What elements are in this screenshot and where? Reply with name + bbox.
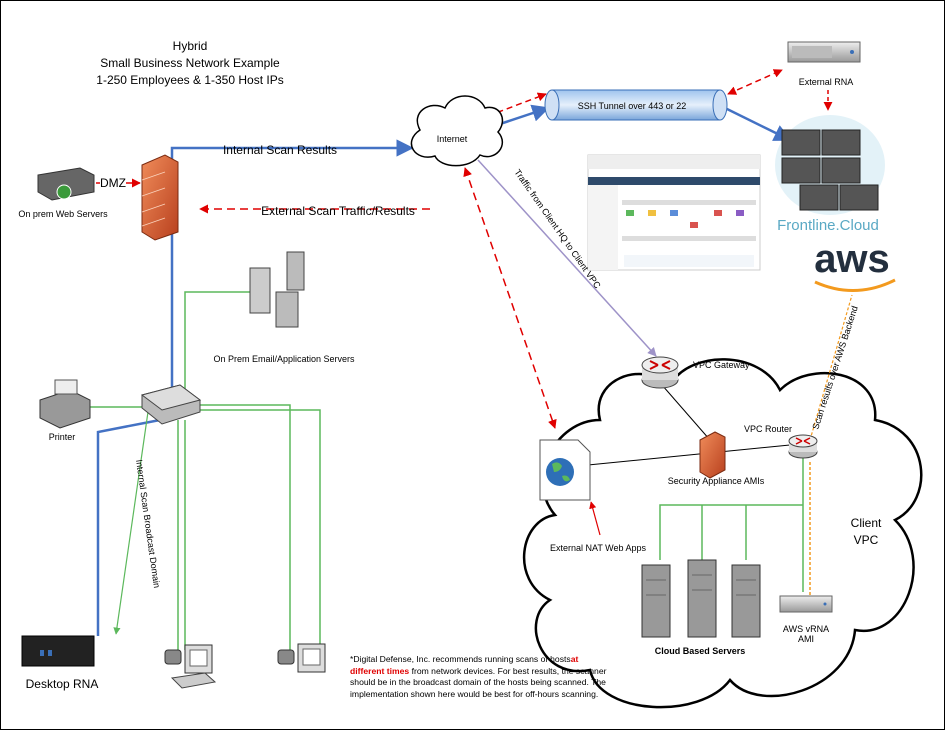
title-line-1: Hybrid xyxy=(173,39,208,53)
web-page-icon xyxy=(539,439,591,501)
nat-arrow xyxy=(589,501,601,536)
phone-3-link xyxy=(200,409,321,650)
switch-icon xyxy=(140,384,202,425)
footnote-text-1: *Digital Defense, Inc. recommends runnin… xyxy=(350,654,571,664)
footnote: *Digital Defense, Inc. recommends runnin… xyxy=(350,654,612,700)
external-rna-icon xyxy=(787,41,861,63)
web-server-icon xyxy=(37,167,95,201)
title-line-2: Small Business Network Example xyxy=(100,56,280,70)
security-appliance-firewall-icon xyxy=(699,431,726,479)
broadcast-domain-link xyxy=(113,397,153,635)
vpc-gateway-router-icon xyxy=(641,356,679,389)
phone-2-link xyxy=(195,404,291,650)
ssh-tunnel-icon xyxy=(544,89,728,121)
desktop-rna-icon xyxy=(21,635,95,667)
vpc-gateway-label: VPC Gateway xyxy=(693,360,750,370)
internal-scan-results-label: Internal Scan Results xyxy=(223,143,337,157)
web-servers-label: On prem Web Servers xyxy=(18,209,108,219)
printer-icon xyxy=(39,379,91,429)
workstation-icon xyxy=(164,644,217,689)
router-to-aws-link xyxy=(809,294,853,441)
footnote-text-2: from network devices. For best results, … xyxy=(350,665,607,699)
broadcast-domain-label: Internal Scan Broadcast Domain xyxy=(134,459,162,589)
aws-logo: aws xyxy=(814,237,890,281)
firewall-icon xyxy=(141,154,179,241)
internet-to-nat-link xyxy=(463,167,557,429)
cloud-servers-label: Cloud Based Servers xyxy=(655,646,746,656)
security-appliance-label: Security Appliance AMIs xyxy=(668,476,765,486)
printer-label: Printer xyxy=(49,432,76,442)
tunnel-to-external-rna-link xyxy=(727,69,783,95)
vpc-router-icon xyxy=(788,434,818,459)
dashboard-screenshot xyxy=(587,154,761,271)
email-servers-label: On Prem Email/Application Servers xyxy=(213,354,355,364)
footnote-highlight: at different times xyxy=(350,654,579,676)
nat-web-apps-label: External NAT Web Apps xyxy=(550,543,647,553)
email-servers-link xyxy=(184,291,250,392)
title-line-3: 1-250 Employees & 1-350 Host IPs xyxy=(96,73,283,87)
email-servers-icon xyxy=(249,251,305,328)
external-scan-traffic-label: External Scan Traffic/Results xyxy=(261,204,415,218)
internet-cloud-icon xyxy=(410,95,504,167)
internet-label: Internet xyxy=(437,134,468,144)
internal-scan-results-link xyxy=(170,139,414,392)
dmz-label: DMZ xyxy=(100,176,126,190)
nat-to-router-link xyxy=(587,443,801,466)
workstation-icon xyxy=(277,643,326,673)
external-rna-label: External RNA xyxy=(799,77,854,87)
frontline-cloud-label: Frontline.Cloud xyxy=(777,217,879,234)
vrna-label-2: AMI xyxy=(798,634,814,644)
client-vpc-label-2: VPC xyxy=(854,533,879,547)
frontline-cloud-icon xyxy=(775,115,885,215)
tunnel-to-frontline-link xyxy=(724,106,792,142)
vrna-label-1: AWS vRNA xyxy=(783,624,829,634)
client-vpc-label-1: Client xyxy=(851,516,882,530)
client-vpc-cloud-icon xyxy=(522,358,923,709)
cloud-servers-icon xyxy=(641,559,761,638)
aws-smile-icon xyxy=(814,278,896,292)
vpc-router-label: VPC Router xyxy=(744,424,792,434)
ssh-tunnel-label: SSH Tunnel over 443 or 22 xyxy=(578,101,687,111)
gateway-to-appliance-link xyxy=(661,384,711,441)
vpc-servers-link xyxy=(659,504,803,560)
aws-vrna-icon xyxy=(779,595,833,613)
desktop-rna-label: Desktop RNA xyxy=(26,677,99,691)
